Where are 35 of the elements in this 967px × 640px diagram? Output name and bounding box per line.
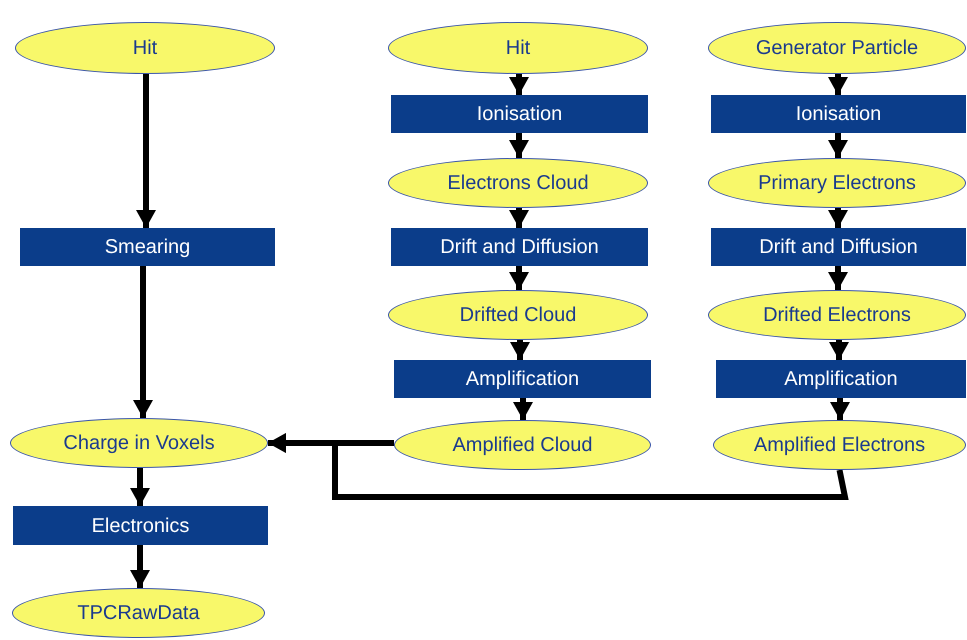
process-box: Amplification (394, 360, 651, 398)
arrow (509, 133, 529, 158)
ellipse-node: Hit (15, 22, 275, 74)
arrow (828, 74, 848, 95)
arrow (130, 468, 150, 506)
process-box: Amplification (716, 360, 966, 398)
arrow (829, 340, 849, 360)
arrow (130, 545, 150, 588)
arrow (509, 266, 529, 290)
ellipse-node: Drifted Electrons (708, 290, 966, 340)
ellipse-node: Electrons Cloud (388, 158, 648, 208)
arrow (513, 398, 533, 420)
arrow (510, 340, 530, 360)
ellipse-node: Amplified Electrons (713, 420, 966, 470)
process-box: Ionisation (391, 95, 648, 133)
ellipse-node: Charge in Voxels (10, 418, 268, 468)
process-box: Electronics (13, 506, 268, 545)
ellipse-node: TPCRawData (12, 588, 265, 638)
arrow (830, 398, 850, 420)
arrow (828, 133, 848, 158)
ellipse-node: Hit (388, 22, 648, 74)
ellipse-node: Amplified Cloud (394, 420, 651, 470)
process-box: Drift and Diffusion (391, 228, 648, 266)
arrow (133, 266, 153, 418)
process-box: Smearing (20, 228, 275, 266)
arrow (509, 208, 529, 228)
ellipse-node: Primary Electrons (708, 158, 966, 208)
process-box: Ionisation (711, 95, 966, 133)
arrow (136, 74, 156, 228)
arrow (828, 208, 848, 228)
ellipse-node: Generator Particle (708, 22, 966, 74)
ellipse-node: Drifted Cloud (388, 290, 648, 340)
arrow (828, 266, 848, 290)
arrow (509, 74, 529, 95)
process-box: Drift and Diffusion (711, 228, 966, 266)
